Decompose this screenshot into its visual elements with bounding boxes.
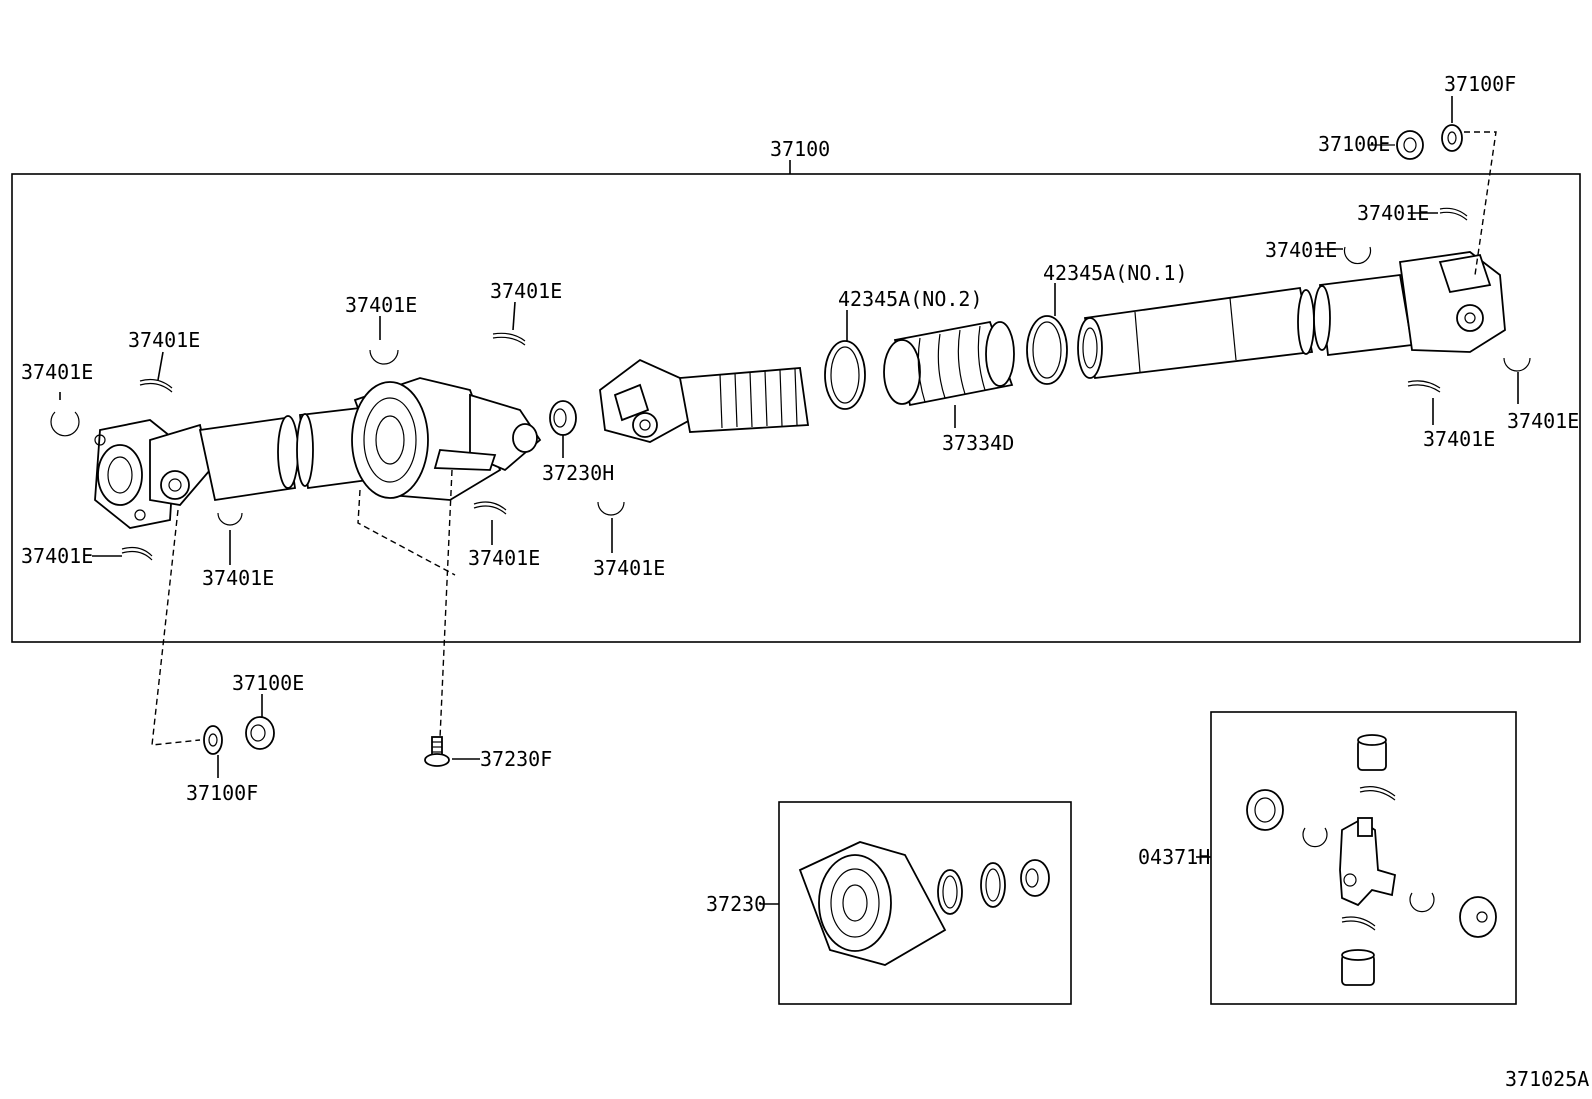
label-clamp-no2: 42345A(NO.2) (838, 287, 983, 311)
bearing-cushion (549, 400, 577, 458)
label-snap-ring: 37401E (128, 328, 200, 352)
label-boot: 37334D (942, 431, 1014, 455)
rear-flange-yoke (1313, 251, 1506, 357)
label-snap-ring: 37401E (593, 556, 665, 580)
boot-clamp-no2 (824, 310, 866, 410)
center-support (351, 377, 542, 501)
dust-boot (883, 320, 1015, 428)
snap-ring (217, 512, 243, 526)
label-clamp-no1: 42345A(NO.1) (1043, 261, 1188, 285)
front-tube (296, 407, 369, 490)
bottom-fasteners (151, 469, 480, 778)
inset-spider-kit (1196, 711, 1517, 1005)
label-snap-ring: 37401E (202, 566, 274, 590)
label-snap-ring: 37401E (1357, 201, 1429, 225)
diagram-id: 371025A (1505, 1067, 1589, 1091)
label-snap-ring: 37401E (490, 279, 562, 303)
label-snap-ring: 37401E (1507, 409, 1579, 433)
label-snap-ring: 37401E (345, 293, 417, 317)
snap-ring (369, 349, 399, 365)
snap-ring (139, 382, 173, 393)
label-snap-ring: 37401E (1265, 238, 1337, 262)
label-nut-bottom: 37100F (186, 781, 258, 805)
slip-yoke (599, 358, 810, 443)
assembly-frame (11, 173, 1581, 643)
snap-rings (50, 207, 1531, 561)
label-snap-ring: 37401E (468, 546, 540, 570)
label-washer-top: 37100E (1318, 132, 1390, 156)
label-snap-ring: 37401E (21, 360, 93, 384)
bolt-icon (424, 736, 450, 767)
label-center-bearing: 37230 (706, 892, 766, 916)
snap-ring (597, 501, 625, 516)
label-snap-ring: 37401E (1423, 427, 1495, 451)
boot-clamp-no1 (1026, 283, 1068, 385)
inset-center-bearing (760, 801, 1072, 1005)
label-nut-top: 37100F (1444, 72, 1516, 96)
snap-ring (50, 411, 80, 437)
snap-ring (1343, 246, 1372, 265)
snap-ring (1503, 357, 1531, 372)
label-washer-bottom: 37100E (232, 671, 304, 695)
label-bolt: 37230F (480, 747, 552, 771)
label-bearing-cushion: 37230H (542, 461, 614, 485)
leader-lines (59, 212, 1519, 565)
top-fasteners (1368, 96, 1497, 276)
part-labels: 37100 37100F 37100E 37401E 37401E 42345A… (21, 72, 1589, 1091)
front-flange-yoke (94, 415, 299, 529)
label-spider-kit: 04371H (1138, 845, 1210, 869)
rear-tube (1077, 286, 1315, 379)
label-snap-ring: 37401E (21, 544, 93, 568)
label-shaft-assy: 37100 (770, 137, 830, 161)
